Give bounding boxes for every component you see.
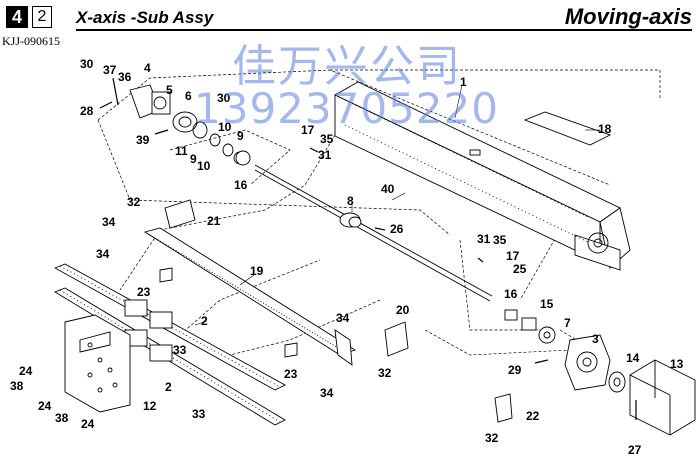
callout-16: 16 bbox=[234, 178, 248, 192]
callout-13: 13 bbox=[670, 357, 684, 371]
callout-9: 9 bbox=[190, 152, 197, 166]
callout-7: 7 bbox=[564, 316, 571, 330]
callout-34: 34 bbox=[336, 311, 350, 325]
callout-4: 4 bbox=[144, 61, 151, 75]
callout-15: 15 bbox=[540, 297, 554, 311]
watermark-phone-number: 13923705220 bbox=[194, 84, 499, 133]
carriage-plate-part-12 bbox=[64, 314, 131, 413]
callout-17: 17 bbox=[506, 249, 520, 263]
callout-32: 32 bbox=[378, 366, 392, 380]
callout-numbers: 1 2 2 3 4 5 6 7 8 9 9 10 10 11 12 13 14 … bbox=[10, 57, 684, 457]
callout-31: 31 bbox=[318, 148, 332, 162]
leader-lines bbox=[194, 84, 600, 326]
section-title: Moving-axis bbox=[564, 4, 692, 29]
sheet-number-box: 2 bbox=[32, 6, 52, 28]
diagram-title: X-axis -Sub Assy bbox=[76, 8, 214, 27]
ball-screw-part-40 bbox=[254, 164, 493, 302]
screws bbox=[99, 77, 637, 420]
callout-27: 27 bbox=[628, 443, 642, 457]
callout-37: 37 bbox=[103, 63, 117, 77]
callout-1: 1 bbox=[460, 75, 467, 89]
callout-24: 24 bbox=[38, 399, 52, 413]
callout-23: 23 bbox=[137, 285, 151, 299]
callout-25: 25 bbox=[513, 262, 527, 276]
rail-part-19 bbox=[143, 227, 357, 356]
callout-11: 11 bbox=[175, 144, 188, 158]
bracket-part-22 bbox=[494, 393, 513, 423]
watermark-company-name: 佳万兴公司 bbox=[232, 41, 462, 92]
callout-26: 26 bbox=[390, 222, 404, 236]
callout-18: 18 bbox=[598, 122, 612, 136]
main-frame-part-1 bbox=[334, 81, 631, 271]
callout-5: 5 bbox=[166, 83, 173, 97]
callout-33: 33 bbox=[173, 343, 187, 357]
callout-21: 21 bbox=[207, 214, 221, 228]
dashed-reference-lines bbox=[97, 69, 661, 361]
callout-39: 39 bbox=[136, 133, 150, 147]
callout-8: 8 bbox=[347, 194, 354, 208]
callout-31: 31 bbox=[477, 232, 491, 246]
callout-23: 23 bbox=[284, 367, 298, 381]
callout-16: 16 bbox=[504, 287, 518, 301]
nut-parts-15-16 bbox=[235, 150, 556, 344]
callout-34: 34 bbox=[320, 386, 334, 400]
callout-9: 9 bbox=[237, 129, 244, 143]
callout-12: 12 bbox=[143, 399, 157, 413]
callout-35: 35 bbox=[320, 132, 334, 146]
spacer-part-23b bbox=[284, 342, 298, 358]
callout-29: 29 bbox=[508, 363, 522, 377]
callout-19: 19 bbox=[250, 264, 264, 278]
callout-10: 10 bbox=[197, 159, 211, 173]
callout-2: 2 bbox=[201, 314, 208, 328]
callout-10: 10 bbox=[218, 120, 232, 134]
callout-2: 2 bbox=[165, 380, 172, 394]
callout-32: 32 bbox=[127, 195, 141, 209]
coupling-part-14 bbox=[608, 371, 626, 393]
callout-38: 38 bbox=[10, 379, 24, 393]
callout-30: 30 bbox=[217, 91, 231, 105]
motor-part-13 bbox=[629, 359, 696, 436]
callout-34: 34 bbox=[102, 215, 116, 229]
bearing-block-part-4 bbox=[129, 84, 171, 119]
bracket-part-21 bbox=[164, 199, 196, 229]
spacer-part-23a bbox=[159, 267, 173, 283]
callout-24: 24 bbox=[81, 417, 95, 431]
callout-20: 20 bbox=[396, 303, 410, 317]
motor-mount-part-3 bbox=[564, 334, 611, 391]
callout-40: 40 bbox=[381, 182, 395, 196]
callout-34: 34 bbox=[96, 247, 110, 261]
plate-part-34 bbox=[334, 329, 353, 366]
callout-35: 35 bbox=[493, 233, 507, 247]
callout-28: 28 bbox=[80, 104, 94, 118]
callout-30: 30 bbox=[80, 57, 94, 71]
callout-22: 22 bbox=[526, 409, 540, 423]
callout-36: 36 bbox=[118, 70, 132, 84]
callout-14: 14 bbox=[626, 351, 640, 365]
header-rule bbox=[76, 29, 692, 31]
callout-6: 6 bbox=[185, 89, 192, 103]
document-code: KJJ-090615 bbox=[2, 34, 61, 48]
linear-guide-rails-part-2 bbox=[53, 263, 286, 426]
callout-38: 38 bbox=[55, 411, 69, 425]
bearing-housing-part-5-6 bbox=[172, 111, 247, 165]
bracket-part-20 bbox=[384, 321, 409, 357]
callout-32: 32 bbox=[485, 431, 499, 445]
callout-24: 24 bbox=[19, 364, 33, 378]
cover-strip-part-18 bbox=[523, 111, 612, 146]
callout-33: 33 bbox=[192, 407, 206, 421]
callout-3: 3 bbox=[592, 332, 599, 346]
callout-17: 17 bbox=[301, 123, 315, 137]
page-number-box: 4 bbox=[6, 6, 28, 28]
